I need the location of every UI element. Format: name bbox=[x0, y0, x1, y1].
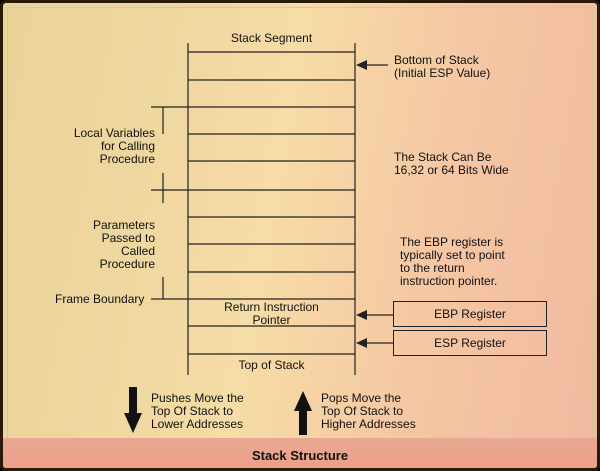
frame-boundary-label: Frame Boundary bbox=[55, 292, 145, 306]
return-instruction-pointer-cell: Return Instruction Pointer bbox=[224, 300, 319, 327]
up-arrow-icon bbox=[294, 391, 312, 435]
ebp-arrow bbox=[356, 310, 393, 320]
stack-dividers bbox=[151, 51, 355, 355]
left-brackets bbox=[151, 107, 164, 300]
esp-register-box: ESP Register bbox=[393, 330, 547, 356]
pushes-legend: Pushes Move the Top Of Stack to Lower Ad… bbox=[151, 391, 244, 431]
down-arrow-icon bbox=[124, 387, 142, 433]
local-variables-label: Local Variables for Calling Procedure bbox=[73, 126, 155, 166]
figure-caption: Stack Structure bbox=[251, 448, 349, 463]
ebp-note: The EBP register is typically set to poi… bbox=[400, 235, 505, 288]
bottom-of-stack-arrow bbox=[356, 60, 388, 70]
pops-legend: Pops Move the Top Of Stack to Higher Add… bbox=[321, 391, 416, 431]
esp-arrow bbox=[356, 338, 393, 348]
stack-diagram bbox=[124, 43, 393, 435]
stack-segment-label: Stack Segment bbox=[230, 31, 313, 45]
top-of-stack-label: Top of Stack bbox=[238, 358, 305, 372]
stack-width-note: The Stack Can Be 16,32 or 64 Bits Wide bbox=[394, 150, 509, 177]
ebp-register-box: EBP Register bbox=[393, 301, 547, 327]
caption-bar bbox=[3, 438, 597, 468]
parameters-label: Parameters Passed to Called Procedure bbox=[92, 218, 155, 271]
bottom-of-stack-label: Bottom of Stack (Initial ESP Value) bbox=[394, 53, 491, 80]
